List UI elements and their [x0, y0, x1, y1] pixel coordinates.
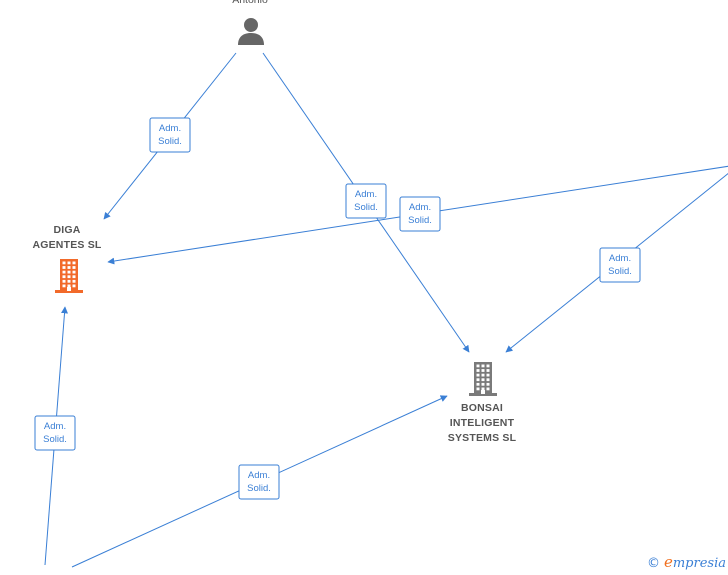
edge-label-box — [34, 415, 76, 451]
edge-labels-layer: Adm. Solid. Adm. Solid. Adm. Solid. Adm. Solid.… — [34, 117, 641, 500]
edge-label-right-to-diga[interactable]: Adm. Solid. — [399, 196, 441, 232]
building-icon — [55, 259, 83, 293]
edge-label-text: Adm. — [609, 253, 631, 264]
brand-initial: e — [663, 553, 673, 571]
edge-label-text: Solid. — [43, 434, 67, 445]
node-label: DIGA — [53, 224, 80, 236]
edge-label-box — [149, 117, 191, 153]
edges-layer — [44, 52, 728, 568]
edge-label-box — [238, 464, 280, 500]
node-label: BONSAI — [461, 402, 503, 414]
brand-name: mpresia — [672, 556, 726, 571]
edge-label-text: Adm. — [409, 202, 431, 213]
edge-label-box — [345, 183, 387, 219]
building-icon — [469, 362, 497, 396]
edge-label-text: Adm. — [159, 123, 181, 134]
node-label: AGENTES SL — [32, 239, 101, 251]
edge-label-text: Solid. — [354, 202, 378, 213]
edge-label-text: Adm. — [44, 421, 66, 432]
node-label: SYSTEMS SL — [448, 432, 517, 444]
edge-label-bottom-to-bonsai[interactable]: Adm. Solid. — [238, 464, 280, 500]
edge-label-text: Solid. — [158, 136, 182, 147]
edge-label-antonio-to-bonsai[interactable]: Adm. Solid. — [345, 183, 387, 219]
node-label: INTELIGENT — [450, 417, 515, 429]
node-diga[interactable]: DIGA AGENTES SL — [32, 224, 102, 293]
node-bonsai[interactable]: BONSAI INTELIGENT SYSTEMS SL — [448, 362, 517, 444]
edge-label-box — [599, 247, 641, 283]
edge-label-bottom-to-diga[interactable]: Adm. Solid. — [34, 415, 76, 451]
edge-label-text: Solid. — [247, 483, 271, 494]
edge-label-box — [399, 196, 441, 232]
edge-label-text: Solid. — [608, 266, 632, 277]
copyright-symbol: © — [646, 556, 660, 571]
edge-label-right-to-bonsai[interactable]: Adm. Solid. — [599, 247, 641, 283]
edge-label-text: Adm. — [248, 470, 270, 481]
node-label: Antonio — [232, 0, 268, 6]
edge-label-text: Adm. — [355, 189, 377, 200]
empresia-watermark: ©empresia — [647, 553, 726, 571]
edge-label-text: Solid. — [408, 215, 432, 226]
edge-label-antonio-to-diga[interactable]: Adm. Solid. — [149, 117, 191, 153]
person-icon — [238, 18, 264, 45]
node-antonio[interactable]: Antonio — [232, 0, 268, 45]
